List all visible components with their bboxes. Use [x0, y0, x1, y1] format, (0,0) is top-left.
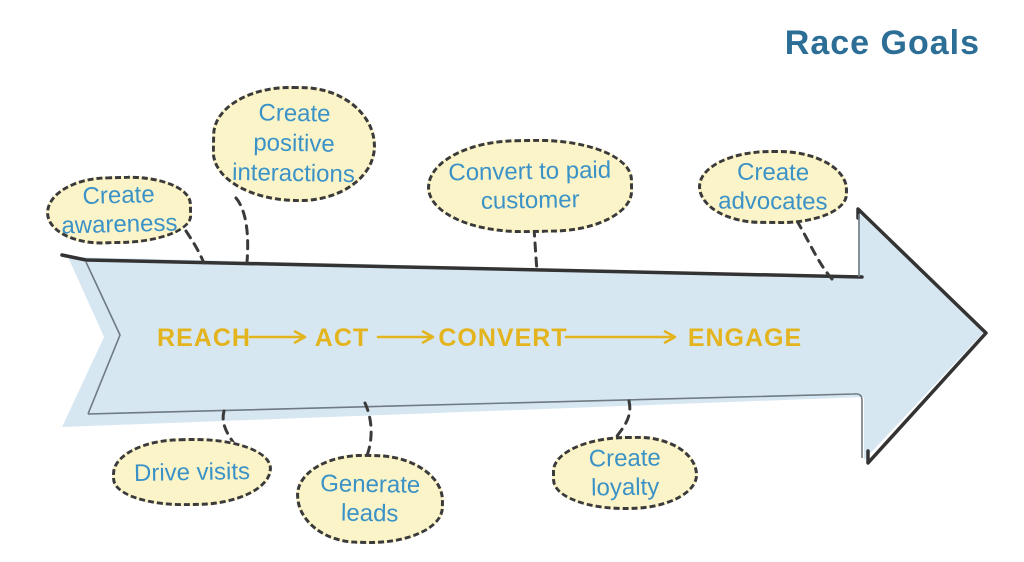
- note-create-advocates: Create advocates: [697, 149, 849, 225]
- connector-drive-visits: [221, 409, 235, 444]
- note-generate-leads: Generate leads: [295, 452, 445, 546]
- note-create-positive-interactions: Create positive interactions: [211, 84, 377, 204]
- note-convert-to-paid-customer: Convert to paid customer: [426, 137, 634, 235]
- connector-awareness: [184, 229, 206, 265]
- flow-arrow-icon: [564, 330, 677, 344]
- note-create-loyalty: Create loyalty: [551, 434, 699, 512]
- stage-label-convert: CONVERT: [438, 324, 568, 352]
- flow-arrow-icon: [376, 330, 435, 344]
- connector-convert: [532, 226, 539, 273]
- connector-positive: [234, 196, 250, 264]
- page-title: Race Goals: [784, 24, 980, 62]
- stage-label-act: ACT: [314, 324, 370, 352]
- stage-label-reach: REACH: [157, 324, 251, 352]
- flow-arrow-icons: [248, 330, 677, 344]
- journey-arrow-shape: [60, 207, 988, 465]
- stage-label-engage: ENGAGE: [687, 324, 803, 352]
- flow-arrow-icon: [248, 330, 307, 344]
- note-create-awareness: Create awareness: [45, 174, 193, 246]
- connector-advocates: [795, 219, 834, 281]
- connector-loyalty: [612, 399, 632, 442]
